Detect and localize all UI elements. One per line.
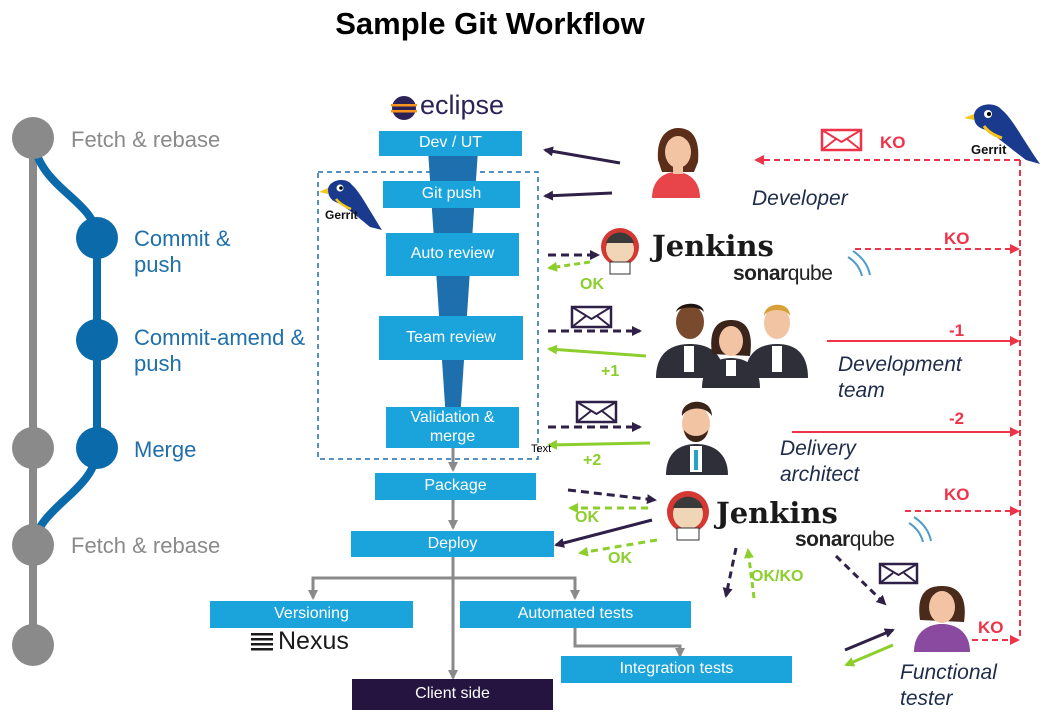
git-node-end	[12, 624, 54, 666]
nexus-logo-text: Nexus	[278, 627, 349, 655]
review-funnel	[428, 150, 478, 420]
stage-automated-tests: Automated tests	[460, 601, 691, 628]
dark-arrows	[543, 146, 895, 652]
eclipse-logo-text: eclipse	[420, 90, 505, 120]
gerrit-boundary	[317, 171, 539, 460]
stray-text-label: Text	[531, 443, 552, 455]
stage-dev-ut: Dev / UT	[379, 131, 522, 156]
gerrit-logo-text: Gerrit	[325, 208, 358, 222]
functional-tester-avatar	[914, 586, 970, 652]
signal-ko: KO	[880, 133, 906, 152]
role-functional-tester: Functional tester	[900, 661, 997, 711]
role-developer: Developer	[752, 187, 848, 210]
git-node-amend	[76, 319, 118, 361]
development-team-avatar	[656, 303, 808, 388]
stage-versioning: Versioning	[210, 601, 413, 628]
signal-ok-ko: OK/KO	[751, 568, 804, 585]
stage-team-review: Team review	[379, 316, 523, 360]
role-development-team: Development team	[838, 353, 962, 403]
stage-auto-review: Auto review	[386, 233, 519, 276]
envelope-icon	[878, 562, 919, 585]
page-title: Sample Git Workflow	[335, 6, 645, 41]
envelope-icon	[820, 128, 863, 152]
stage-deploy: Deploy	[351, 531, 554, 557]
git-label-commit-amend-push: Commit-amend & push	[134, 325, 306, 377]
git-label-commit-push: Commit & push	[134, 226, 231, 278]
stage-package: Package	[375, 473, 536, 500]
signal-ko: KO	[978, 618, 1004, 637]
signal-plus2: +2	[583, 452, 602, 469]
git-label-fetch-rebase-top: Fetch & rebase	[71, 127, 221, 152]
ko-lines	[754, 155, 1021, 645]
gerrit-logo-text: Gerrit	[971, 142, 1007, 157]
envelope-icon	[575, 400, 618, 424]
git-label-fetch-rebase-bottom: Fetch & rebase	[71, 533, 221, 558]
jenkins-butler-icon	[601, 228, 639, 275]
sonarqube-logo-text: sonarqube	[733, 262, 833, 285]
eclipse-logo-icon	[391, 96, 417, 120]
delivery-architect-avatar	[666, 401, 728, 475]
signal-ok: OK	[580, 276, 604, 293]
stage-integration-tests: Integration tests	[561, 656, 792, 683]
green-arrows	[547, 260, 894, 667]
git-node-fetch-top	[12, 117, 54, 159]
signal-minus1: -1	[949, 321, 965, 340]
stage-client-side: Client side	[352, 679, 553, 710]
jenkins-logo-text: Jenkins	[716, 496, 838, 530]
stage-validation-merge: Validation & merge	[386, 407, 519, 448]
gerrit-bird-icon	[319, 179, 382, 230]
signal-ok: OK	[608, 550, 632, 567]
signal-minus2: -2	[949, 409, 965, 428]
signal-ko: KO	[944, 485, 970, 504]
git-label-merge: Merge	[134, 437, 197, 462]
stage-git-push: Git push	[383, 181, 520, 208]
envelope-icon	[570, 305, 613, 329]
jenkins-butler-icon	[667, 491, 709, 541]
git-graph	[12, 117, 118, 666]
jenkins-logo-text: Jenkins	[652, 229, 774, 263]
signal-plus1: +1	[601, 363, 620, 380]
sonarqube-waves-icon	[847, 250, 932, 543]
signal-ok: OK	[575, 509, 599, 526]
gerrit-bird-icon	[964, 104, 1040, 164]
signal-ko: KO	[944, 229, 970, 248]
sonarqube-logo-text: sonarqube	[795, 528, 895, 551]
role-delivery-architect: Delivery architect	[780, 437, 860, 487]
git-node-merge	[76, 427, 118, 469]
developer-avatar	[652, 128, 700, 198]
nexus-logo-icon	[251, 633, 273, 651]
git-node-fetch-bottom	[12, 524, 54, 566]
git-node-commit	[76, 217, 118, 259]
git-node-trunk-mid	[12, 427, 54, 469]
deployment-flow	[308, 448, 685, 680]
